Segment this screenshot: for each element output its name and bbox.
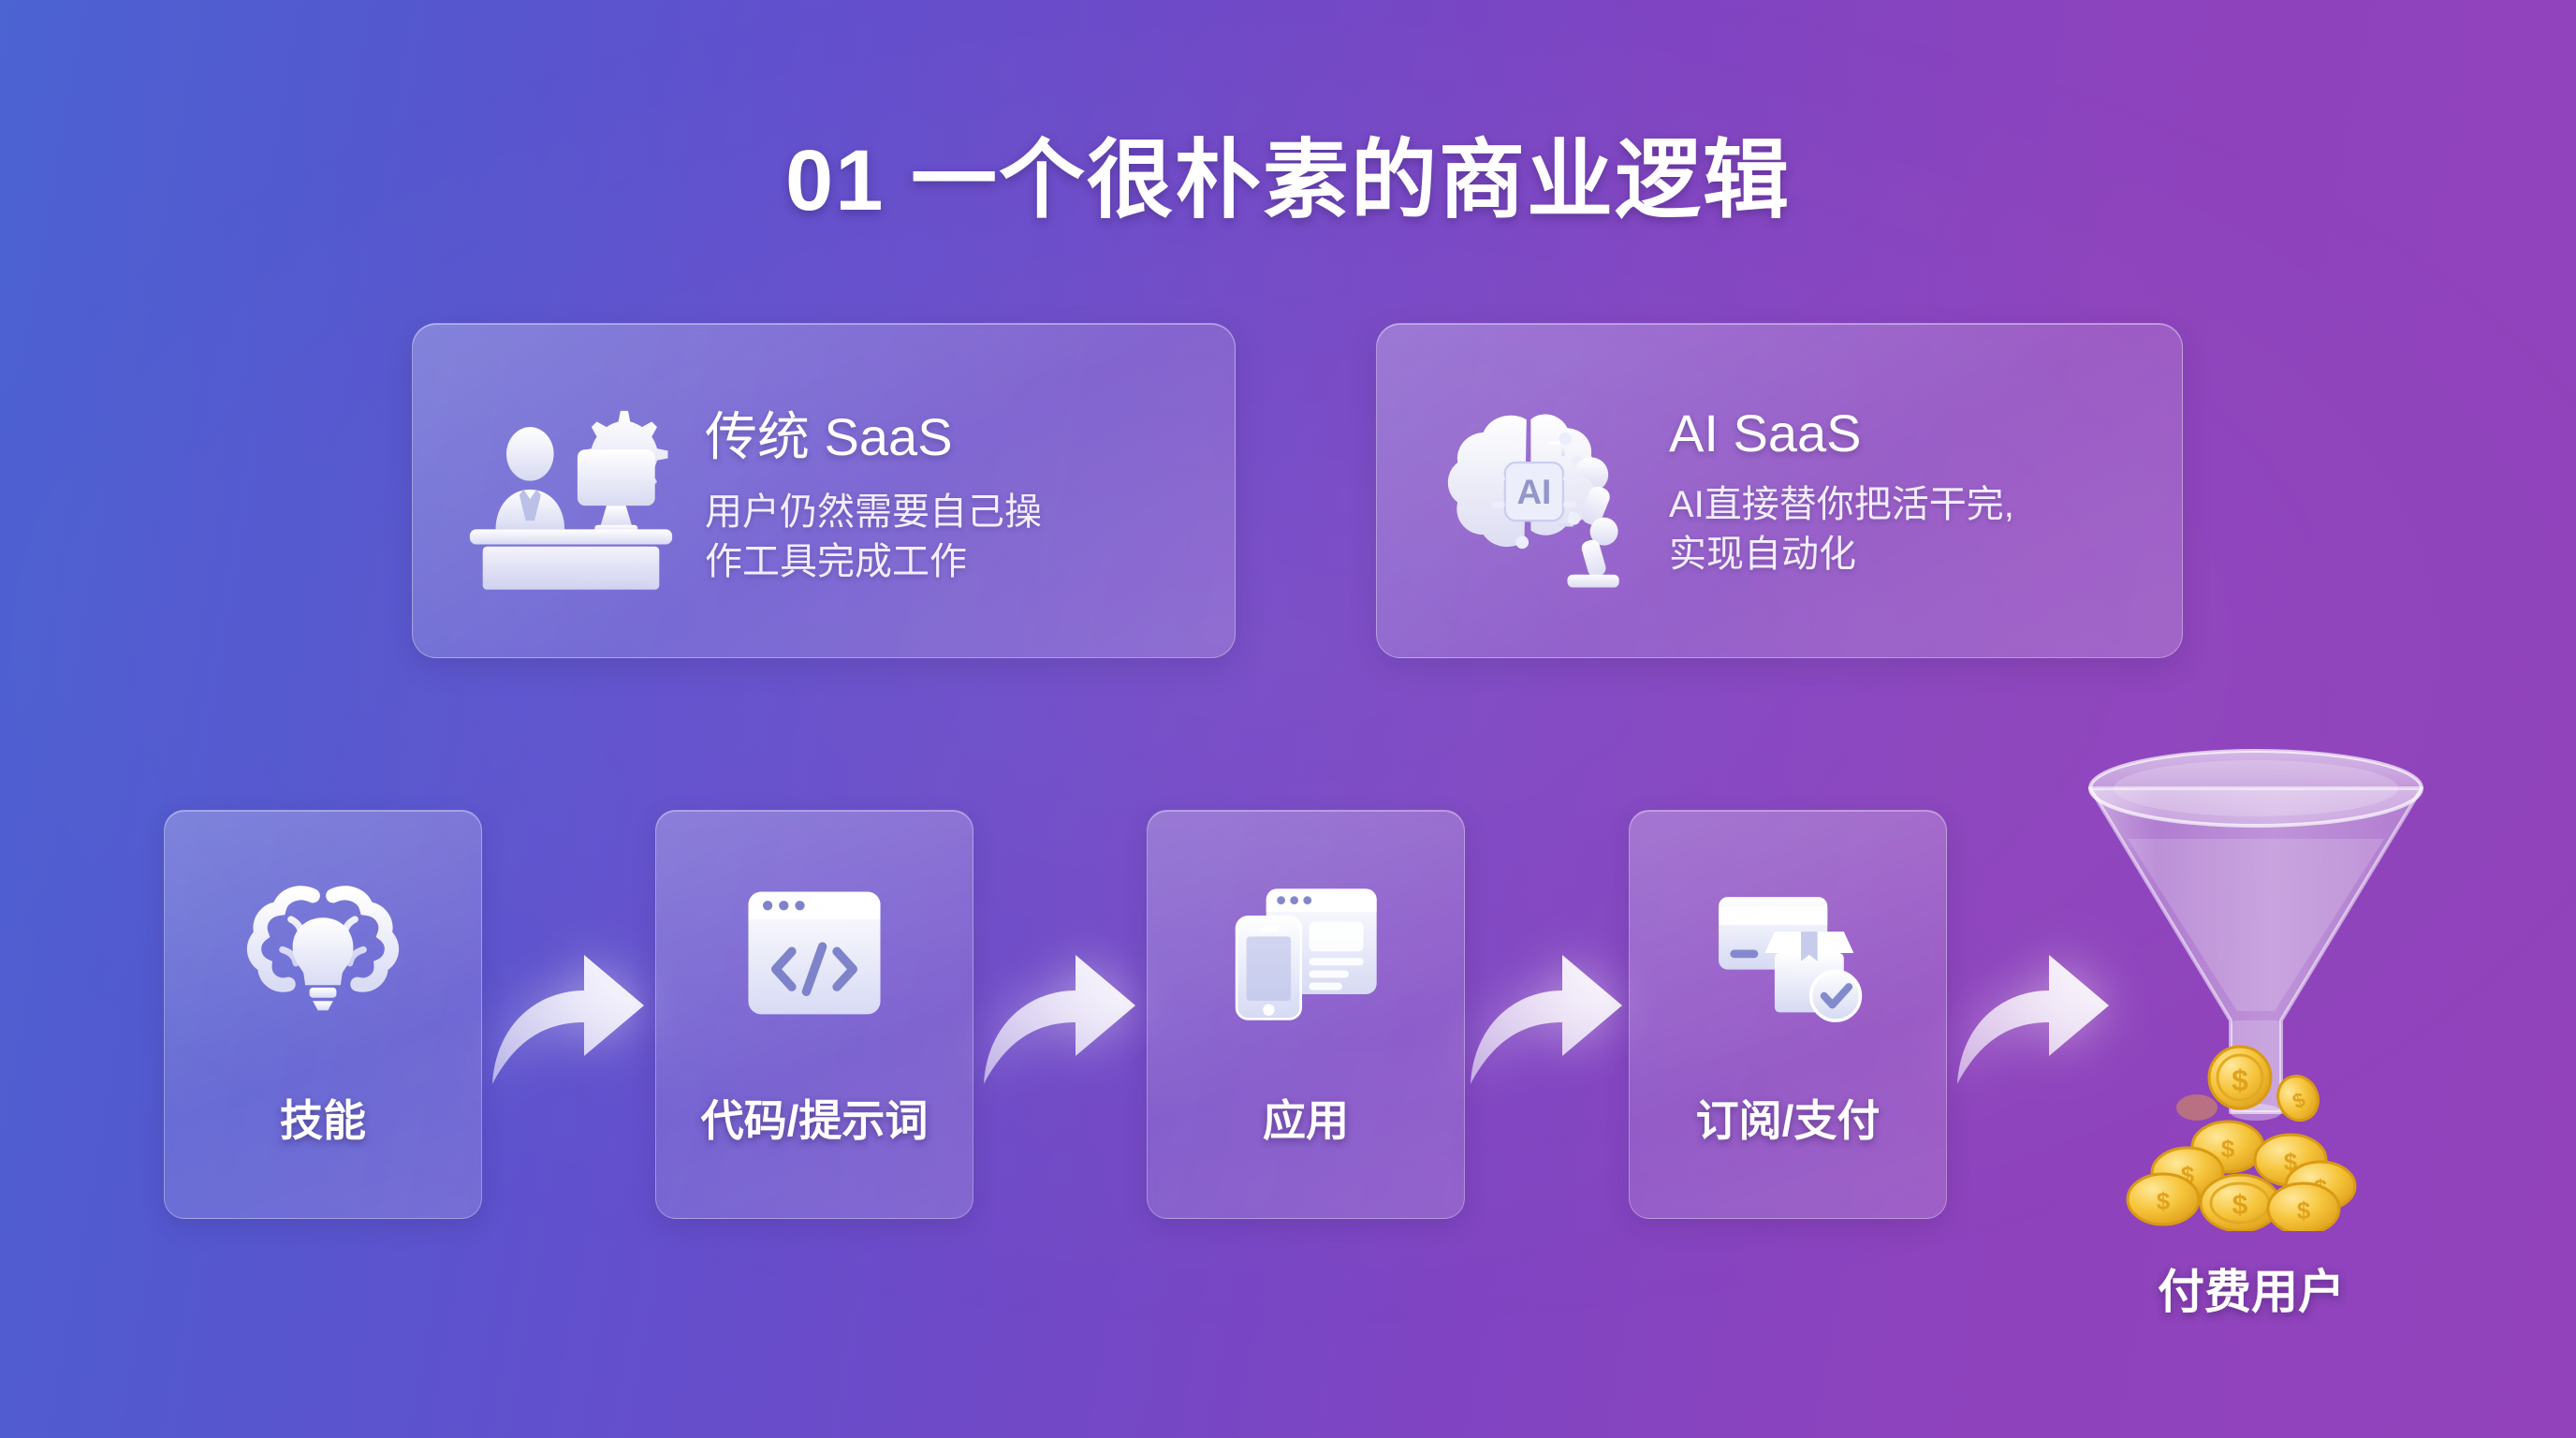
curved-arrow-right-icon [487, 936, 655, 1095]
code-window-icon [730, 869, 899, 1037]
flow-step-label: 代码/提示词 [700, 1096, 929, 1145]
svg-text:$: $ [2232, 1064, 2248, 1097]
comparison-card-text: 传统 SaaS 用户仍然需要自己操 作工具完成工作 [688, 395, 1193, 587]
flow-step-skill[interactable]: 技能 [164, 810, 482, 1219]
description-line: 用户仍然需要自己操 [705, 491, 1042, 533]
svg-text:$: $ [2232, 1190, 2248, 1221]
brain-lightbulb-icon [239, 869, 407, 1037]
flow-step-label: 订阅/支付 [1695, 1096, 1881, 1145]
phone-browser-icon [1222, 869, 1390, 1037]
svg-text:$: $ [2297, 1196, 2311, 1225]
ai-brain-robot-arm-icon: AI [1418, 374, 1652, 608]
credit-card-box-check-icon [1704, 869, 1872, 1037]
office-worker-desk-gear-icon [454, 374, 688, 608]
flow-step-label: 应用 [1263, 1096, 1349, 1145]
comparison-card-title: AI SaaS [1669, 403, 1862, 462]
curved-arrow-right-icon [1465, 936, 1633, 1095]
description-line: 作工具完成工作 [705, 540, 967, 582]
description-line: 实现自动化 [1669, 533, 1856, 575]
curved-arrow-right-icon [978, 936, 1147, 1095]
svg-text:$: $ [2157, 1187, 2171, 1215]
comparison-card-description: AI直接替你把活干完, 实现自动化 [1669, 480, 2071, 580]
gold-coins-icon: $ $ $ $ $ $ [2120, 1044, 2401, 1236]
comparison-card-traditional-saas[interactable]: 传统 SaaS 用户仍然需要自己操 作工具完成工作 [412, 323, 1236, 658]
flow-step-label: 技能 [280, 1096, 366, 1145]
flow-step-subscription[interactable]: 订阅/支付 [1629, 810, 1947, 1219]
comparison-card-text: AI SaaS AI直接替你把活干完, 实现自动化 [1652, 403, 2141, 580]
flow-step-application[interactable]: 应用 [1147, 810, 1465, 1219]
comparison-card-title: 传统 SaaS [705, 406, 953, 466]
paying-users-label: 付费用户 [2158, 1266, 2345, 1318]
flow-step-code-prompt[interactable]: 代码/提示词 [655, 810, 973, 1219]
page-title: 01 一个很朴素的商业逻辑 [785, 133, 1791, 228]
svg-text:$: $ [2221, 1135, 2235, 1163]
comparison-card-description: 用户仍然需要自己操 作工具完成工作 [705, 488, 1107, 587]
svg-text:AI: AI [1516, 473, 1551, 511]
funnel-icon [2073, 740, 2438, 1180]
description-line: AI直接替你把活干完, [1669, 483, 2014, 525]
comparison-card-ai-saas[interactable]: AI [1376, 323, 2183, 658]
